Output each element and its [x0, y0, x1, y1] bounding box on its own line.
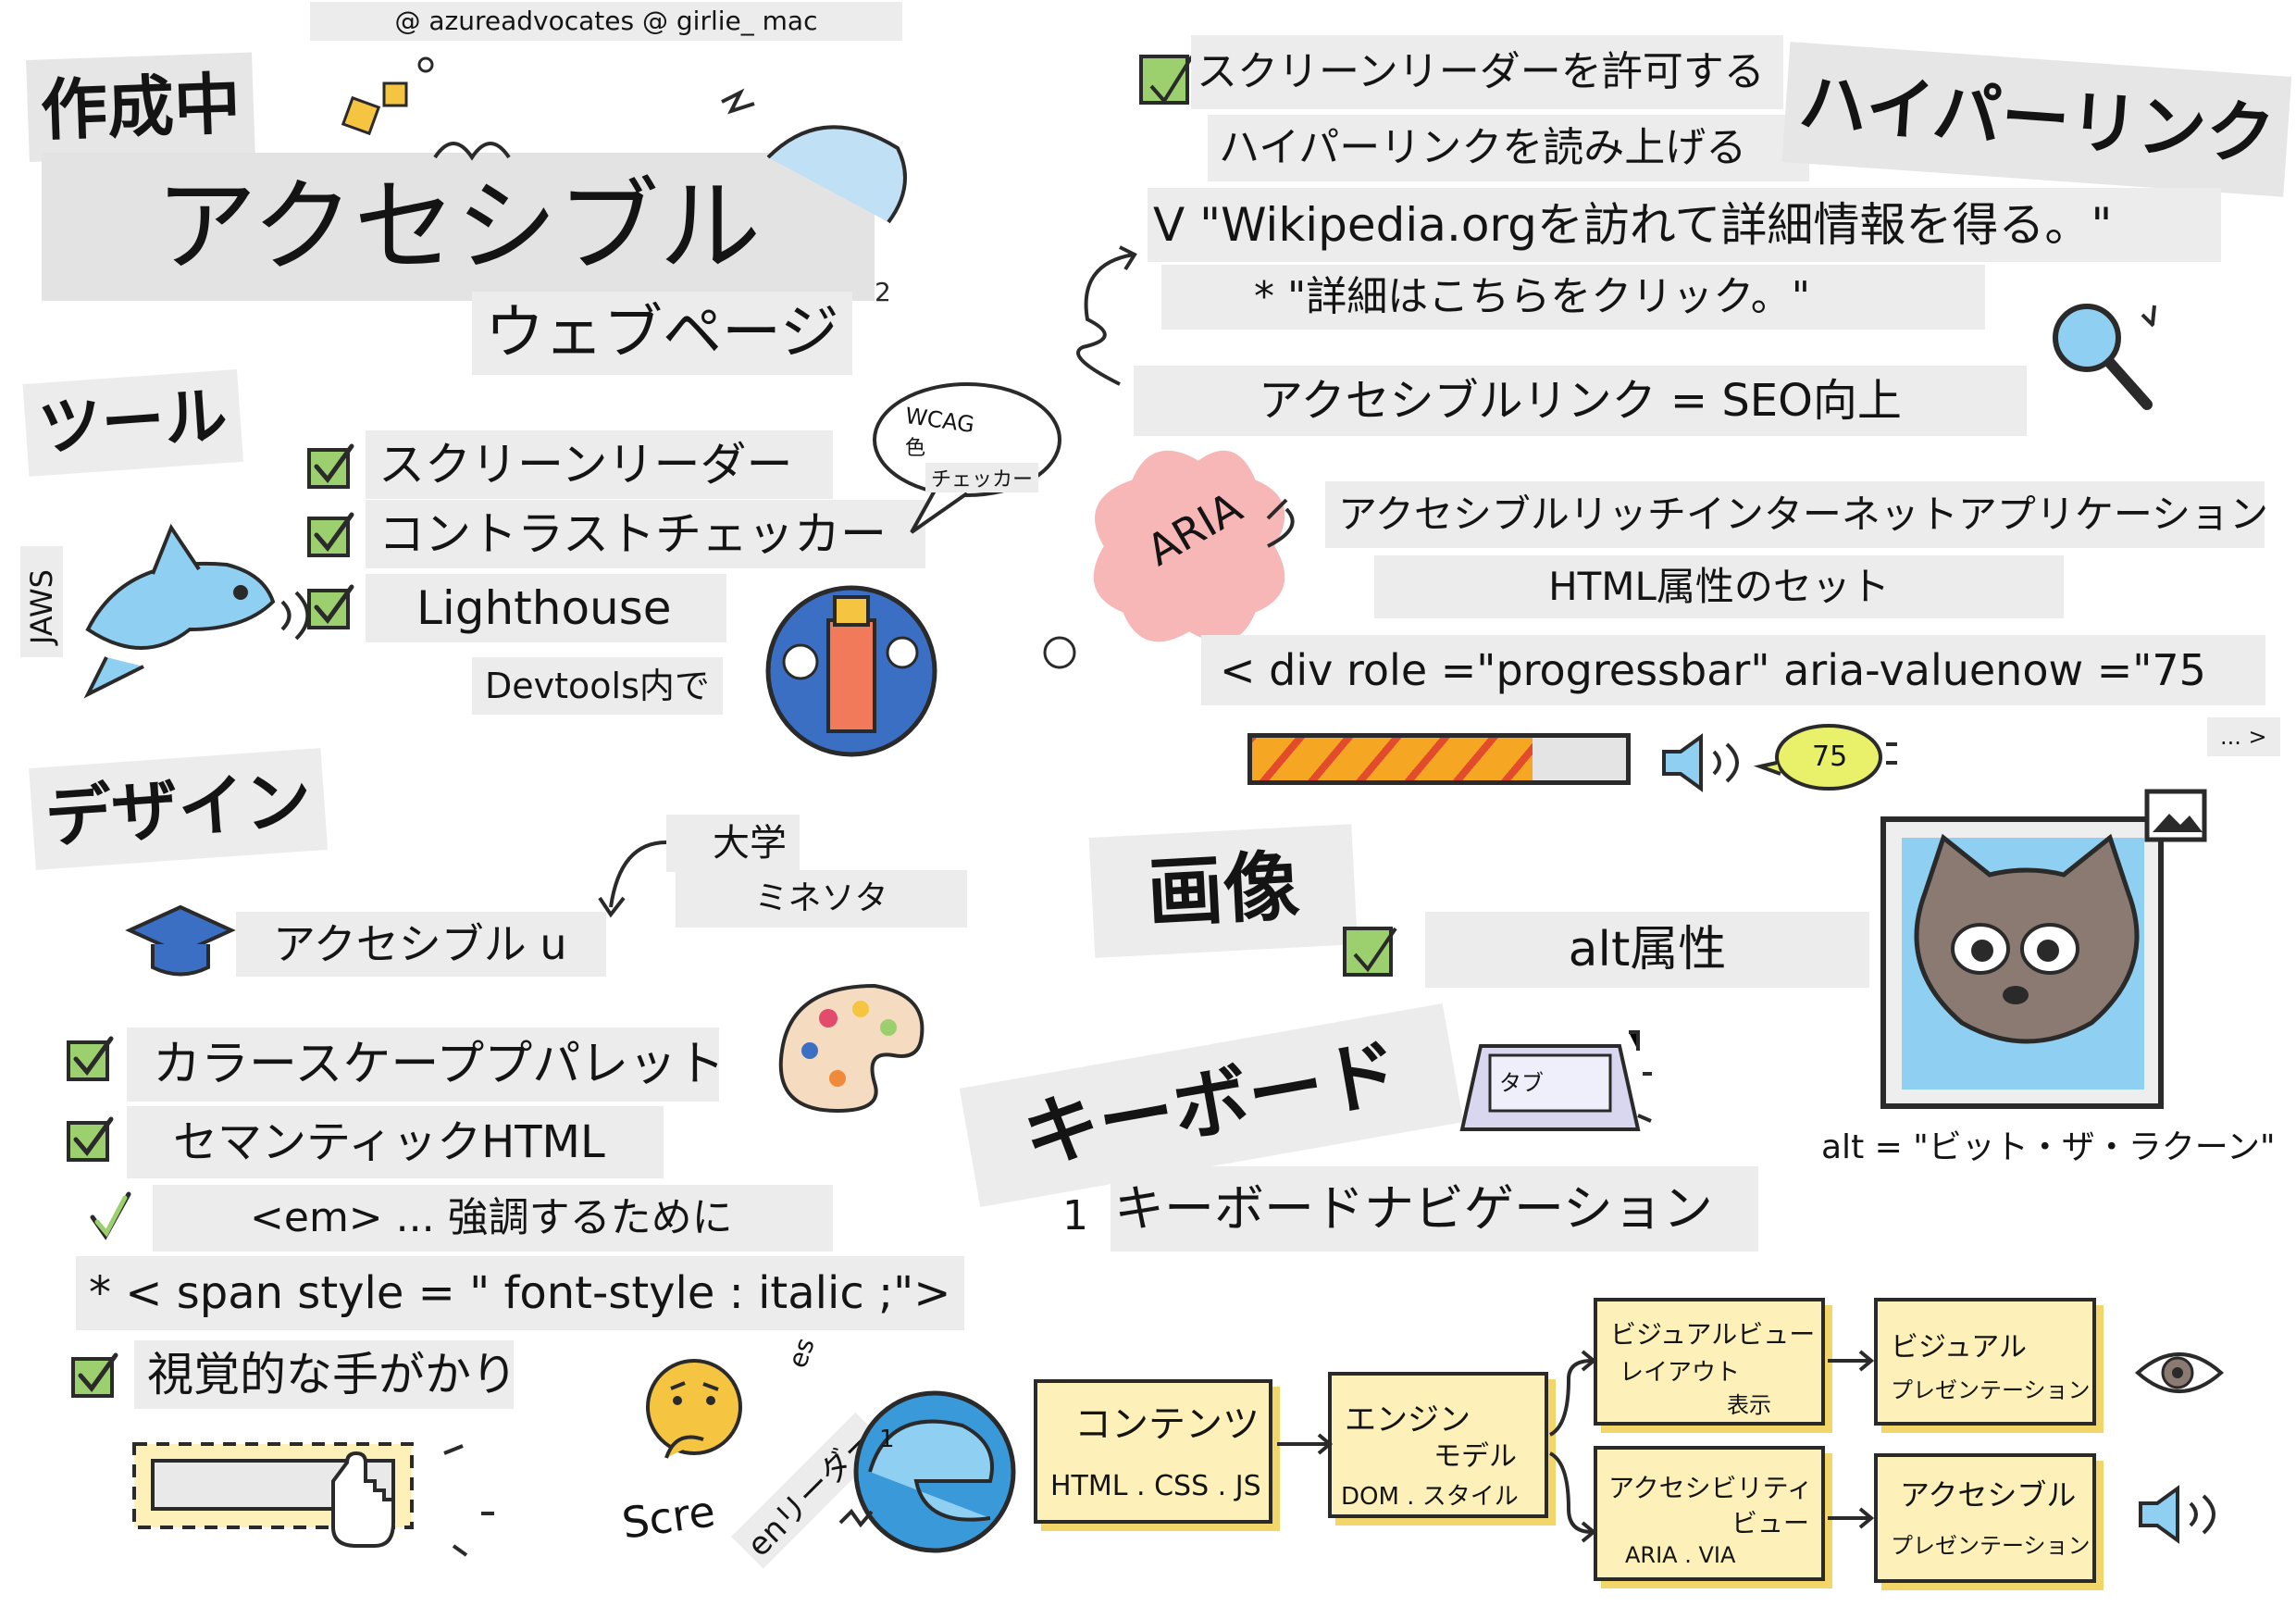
- aria-code-ellipsis: ... >: [2207, 717, 2280, 756]
- tab-key-icon: [1459, 1030, 1652, 1131]
- em-note: <em> ... 強調するために: [153, 1185, 833, 1252]
- keyboard-nav-label: キーボードナビゲーション: [1111, 1166, 1758, 1252]
- minnesota-label: ミネソタ: [676, 870, 967, 928]
- tool-item-lighthouse: Lighthouse: [366, 574, 726, 642]
- jaws-label: JAWS: [20, 546, 63, 657]
- span-italic-note: * < span style = " font-style : italic ;…: [76, 1256, 964, 1330]
- hyperlinks-heading: ハイパーリンク: [1781, 42, 2292, 197]
- flow-engine-model: モデル: [1433, 1440, 1517, 1473]
- flow-arrows: [1277, 1350, 1875, 1543]
- checkbox-icon: [305, 511, 355, 561]
- curly-arrow: [1076, 245, 1137, 386]
- palette-icon: [778, 983, 925, 1114]
- design-item-semantic-html: セマンティックHTML: [127, 1106, 664, 1178]
- aria-attrs-label: HTML属性のセット: [1374, 555, 2064, 618]
- checkbox-icon: [65, 1115, 115, 1165]
- good-link-example: V "Wikipedia.orgを訪れて詳細情報を得る。": [1148, 188, 2221, 262]
- alt-example-label: alt = "ビット・ザ・ラクーン": [1821, 1128, 2276, 1166]
- allow-reader-label: スクリーンリーダーを許可する: [1191, 35, 1783, 109]
- arrow-to-accessible-u: [598, 841, 667, 918]
- shark-icon: [83, 523, 310, 699]
- alt-attr-label: alt属性: [1425, 912, 1869, 988]
- flow-visual-title: ビジュアル: [1891, 1331, 2027, 1364]
- tick-icon: [90, 1191, 131, 1240]
- flow-presentation-2: プレゼンテーション: [1891, 1533, 2091, 1559]
- title-line2: アクセシブル: [42, 153, 875, 301]
- title-doodle-number: 2: [875, 277, 891, 307]
- raccoon-image-icon: [1880, 789, 2207, 1109]
- progressbar: [1247, 733, 1631, 785]
- flow-a11y-view: ビュー: [1731, 1508, 1810, 1538]
- wcag-bubble-icon: [873, 382, 1061, 534]
- bad-link-example: * "詳細はこちらをクリック。": [1161, 265, 1985, 330]
- flow-box-visual-presentation: ビジュアル プレゼンテーション: [1874, 1298, 2096, 1426]
- flow-layout: レイアウト: [1620, 1359, 1741, 1387]
- credit-label: @ azureadvocates @ girlie_ mac: [310, 2, 902, 41]
- checkbox-icon: [305, 442, 355, 492]
- value-bubble-label: 75: [1812, 741, 1848, 773]
- focus-input-doodle: [132, 1442, 494, 1557]
- speaker-icon-bottom: [2139, 1485, 2215, 1544]
- flow-visual-view-title: ビジュアルビュー: [1610, 1319, 1816, 1350]
- wcag-bubble-line3: チェッカー: [925, 463, 1039, 492]
- design-item-color-palette: カラースケーププパレット: [127, 1027, 725, 1102]
- checkbox-icon: [65, 1035, 115, 1085]
- aria-full-name: アクセシブルリッチインターネットアプリケーション: [1325, 481, 2268, 548]
- wcag-bubble-line2: 色: [905, 437, 926, 460]
- flow-presentation-1: プレゼンテーション: [1891, 1377, 2091, 1403]
- checkbox-icon: [69, 1351, 119, 1401]
- flow-box-engine: エンジン モデル DOM . スタイル: [1328, 1372, 1548, 1518]
- alt-check: [1343, 927, 1397, 977]
- tool-item-contrast-checker: コントラストチェッカー: [366, 500, 925, 568]
- title-line3: ウェブページ: [472, 292, 852, 375]
- flow-aria-via: ARIA . VIA: [1625, 1542, 1736, 1568]
- flow-display: 表示: [1727, 1392, 1771, 1418]
- edge-logo-icon: [838, 1390, 1016, 1553]
- keyboard-nav-number: 1: [1062, 1192, 1088, 1239]
- speaker-icon: [1662, 733, 1739, 792]
- flow-a11y-title: アクセシビリティ: [1608, 1473, 1813, 1503]
- flow-accessible-title: アクセシブル: [1900, 1477, 2077, 1513]
- university-label: 大学: [666, 815, 800, 872]
- read-aloud-label: ハイパーリンクを読み上げる: [1208, 115, 1809, 181]
- es-fragment: es: [781, 1333, 821, 1373]
- aria-cloud: [1043, 450, 1295, 669]
- flow-engine-sub: DOM . スタイル: [1341, 1483, 1519, 1511]
- eye-icon: [2134, 1352, 2225, 1393]
- value-bubble: [1753, 724, 1897, 791]
- seo-label: アクセシブルリンク = SEO向上: [1134, 366, 2027, 436]
- graduation-cap-icon: [125, 904, 236, 977]
- thinking-face-icon: [646, 1359, 742, 1459]
- tool-item-screen-reader: スクリーンリーダー: [366, 430, 833, 499]
- accessible-u-label: アクセシブル u: [236, 912, 606, 977]
- flow-box-accessible-presentation: アクセシブル プレゼンテーション: [1874, 1453, 2096, 1583]
- design-heading: デザイン: [29, 748, 329, 870]
- progressbar-fill: [1252, 738, 1533, 780]
- checkbox-icon: [305, 583, 355, 633]
- title-line1: 作成中: [26, 52, 255, 162]
- images-heading: 画像: [1088, 824, 1359, 958]
- title-doodles: 2: [341, 56, 907, 307]
- flow-box-content: コンテンツ HTML . CSS . JS: [1034, 1379, 1272, 1524]
- flow-engine-title: エンジン: [1345, 1401, 1471, 1438]
- screen-reader-fragment: Scre: [618, 1486, 718, 1549]
- tools-heading: ツール: [22, 368, 243, 477]
- aria-code-label: < div role ="progressbar" aria-valuenow …: [1201, 635, 2265, 705]
- flow-content-sub: HTML . CSS . JS: [1050, 1470, 1261, 1502]
- devtools-note: Devtools内で: [472, 657, 723, 715]
- magnifier-icon: [2053, 304, 2156, 410]
- flow-content-title: コンテンツ: [1074, 1403, 1260, 1446]
- design-item-visual-cues: 視覚的な手がかり: [134, 1340, 517, 1409]
- flow-start-number: 1: [879, 1426, 895, 1453]
- hyperlink-check: [1139, 55, 1194, 105]
- flow-box-a11y-view: アクセシビリティ ビュー ARIA . VIA: [1594, 1446, 1825, 1581]
- tab-key-label: タブ: [1499, 1070, 1544, 1096]
- flow-box-visual-view: ビジュアルビュー レイアウト 表示: [1594, 1298, 1825, 1426]
- lighthouse-logo-icon: [765, 585, 937, 757]
